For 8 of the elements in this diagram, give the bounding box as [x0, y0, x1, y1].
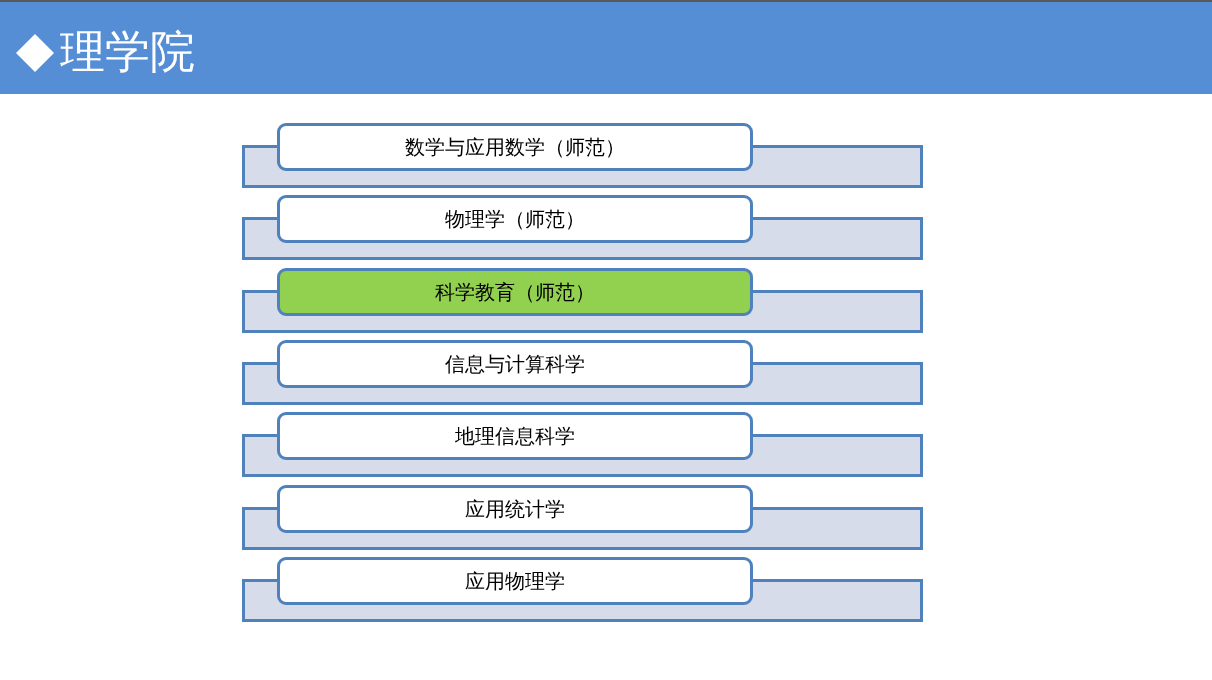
- rounded-box: 科学教育（师范）: [277, 268, 753, 316]
- title: 理学院: [60, 24, 195, 80]
- rounded-box: 数学与应用数学（师范）: [277, 123, 753, 171]
- rounded-box: 应用统计学: [277, 485, 753, 533]
- rounded-box: 信息与计算科学: [277, 340, 753, 388]
- rounded-box: 应用物理学: [277, 557, 753, 605]
- rounded-box: 地理信息科学: [277, 412, 753, 460]
- rounded-box: 物理学（师范）: [277, 195, 753, 243]
